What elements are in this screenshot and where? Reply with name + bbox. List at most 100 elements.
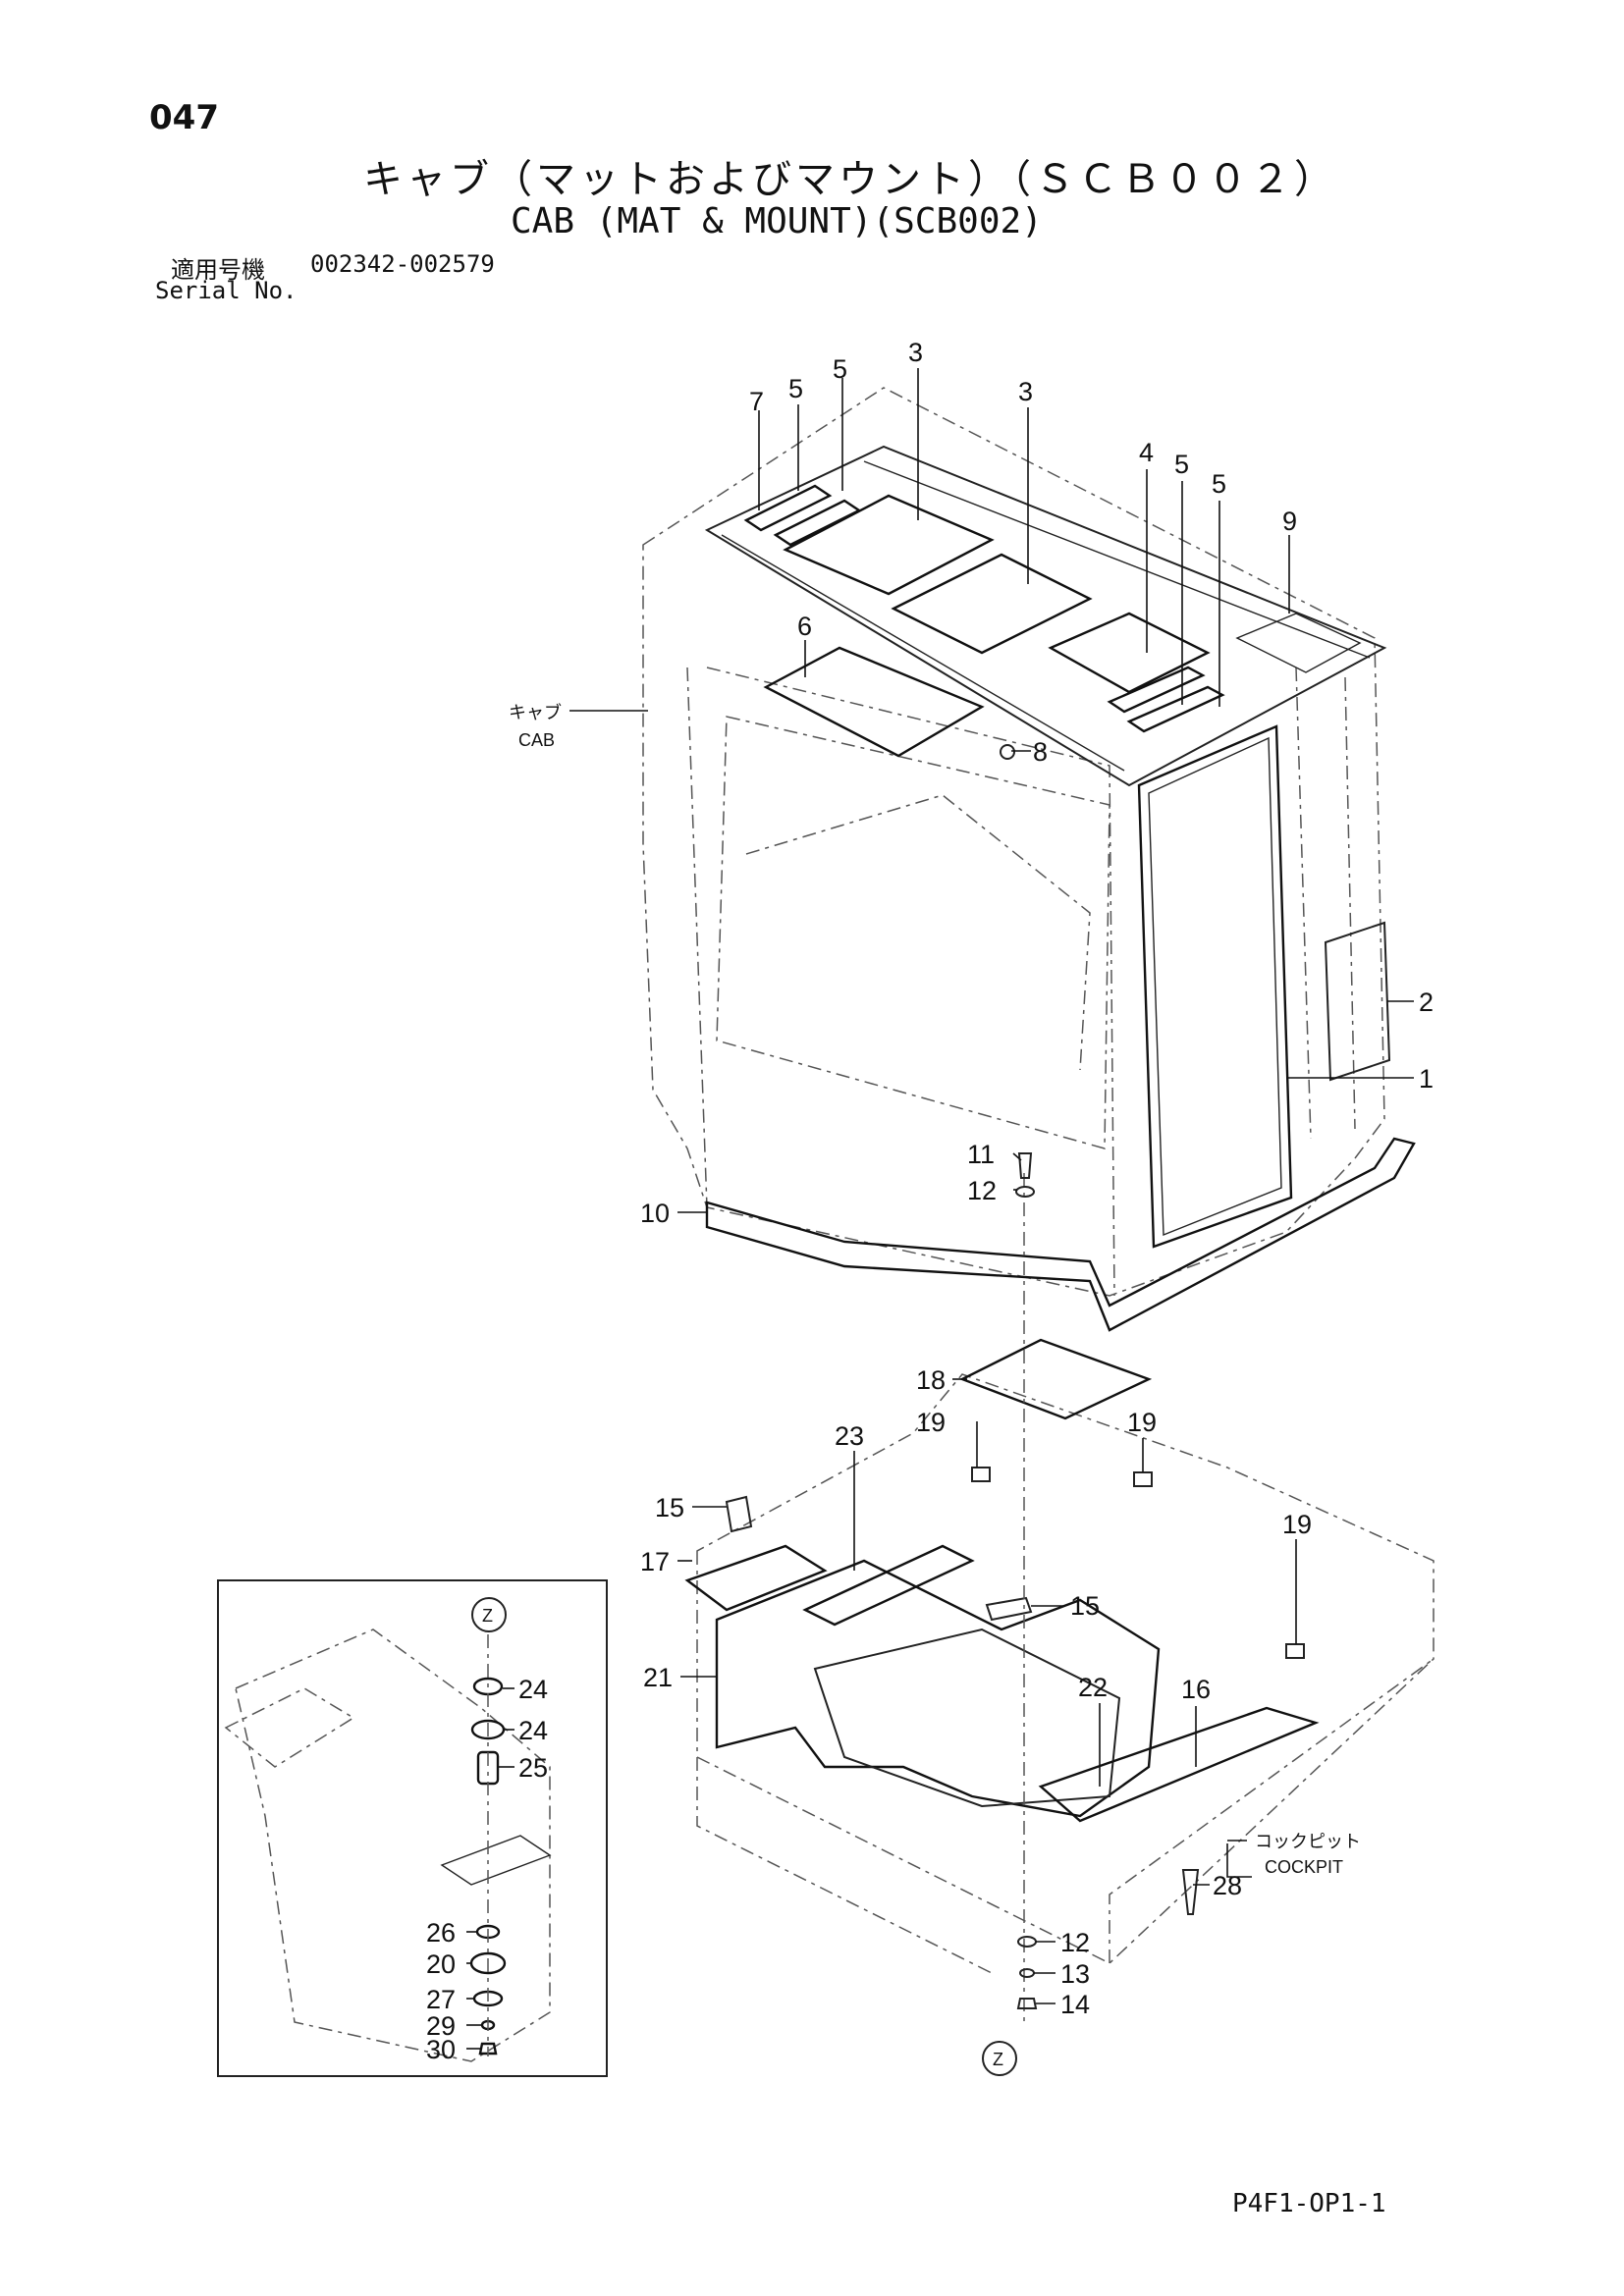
detail-arm	[224, 1687, 355, 1768]
callout-13: 13	[1060, 1959, 1090, 1989]
cab-label-japanese: キャブ	[509, 702, 562, 722]
callout-numbers: 7 5 5 3 3 4 5 5 9 6 8 2 1 11 12 10 18 19…	[426, 338, 1434, 2064]
floor-mat-22	[813, 1628, 1121, 1808]
callout-28: 28	[1213, 1871, 1242, 1900]
detail-z-inset	[217, 1579, 1017, 2077]
page-title-english: CAB (MAT & MOUNT)(SCB002)	[511, 201, 1043, 241]
callout-25: 25	[518, 1753, 548, 1783]
detail-z-label-bottom: Z	[993, 2050, 1003, 2069]
floor-mat-23	[802, 1544, 975, 1627]
cab-outline	[642, 387, 1385, 1297]
callout-29: 29	[426, 2011, 456, 2041]
cab-inner-line	[745, 794, 1091, 1071]
callout-9: 9	[1282, 507, 1297, 536]
cab-label-english: CAB	[518, 730, 555, 750]
callout-6: 6	[797, 612, 812, 641]
floor-mat-17	[684, 1544, 828, 1612]
detail-frame	[217, 1579, 608, 2077]
callout-12: 12	[967, 1176, 997, 1205]
callout-18: 18	[916, 1365, 946, 1395]
serial-label-english: Serial No.	[155, 277, 298, 304]
roof-strip-5d	[1126, 685, 1225, 733]
roof-strip-5a	[743, 484, 833, 532]
washer-12-lower	[1017, 1936, 1037, 1948]
callout-5: 5	[788, 374, 803, 403]
cockpit-right-edge	[1109, 1658, 1435, 1963]
callout-12: 12	[1060, 1928, 1090, 1957]
callout-22: 22	[1078, 1673, 1108, 1702]
page-code: P4F1-OP1-1	[1232, 2189, 1386, 2218]
detail-bracket	[440, 1835, 552, 1886]
callout-1: 1	[1419, 1064, 1434, 1094]
callout-21: 21	[643, 1663, 673, 1692]
serial-label-japanese: 適用号機	[171, 256, 265, 284]
callout-leaders	[466, 368, 1414, 2050]
cockpit-label-japanese: コックピット	[1255, 1832, 1361, 1851]
cockpit-lower-edge	[696, 1757, 993, 1974]
roof-frame	[704, 445, 1387, 787]
serial-range: 002342-002579	[310, 250, 495, 278]
pad-19-b	[1133, 1471, 1153, 1487]
cab-seal-10	[705, 1137, 1416, 1332]
detail-frame-outline	[235, 1629, 551, 2062]
callout-3: 3	[908, 338, 923, 367]
callout-8: 8	[1033, 737, 1048, 767]
roof-strip-5c	[1107, 666, 1206, 714]
cockpit-assembly	[684, 1152, 1435, 2022]
nut-14	[1016, 1998, 1038, 2009]
detail-z-marker-top	[471, 1597, 507, 1632]
washer-12-upper	[1015, 1186, 1035, 1198]
callout-17: 17	[640, 1547, 670, 1576]
cab-window-frame	[716, 716, 1110, 1149]
roof-mat-3a	[783, 494, 995, 596]
callout-15: 15	[655, 1493, 684, 1522]
roof-mat-4	[1048, 612, 1211, 694]
detail-z-label-top: Z	[482, 1606, 493, 1626]
callout-5: 5	[1212, 469, 1226, 499]
cab-left-edge	[686, 667, 708, 1208]
plate-15-center	[985, 1596, 1033, 1622]
detail-z-marker-bottom	[982, 2041, 1017, 2076]
panel-2	[1324, 921, 1391, 1082]
callout-16: 16	[1181, 1675, 1211, 1704]
page-number: 047	[149, 98, 219, 137]
callout-7: 7	[749, 387, 764, 416]
roof-rail-mid	[863, 460, 1371, 659]
bolt-28	[1181, 1869, 1200, 1915]
cab-rear-post	[1295, 667, 1312, 1140]
callout-2: 2	[1419, 988, 1434, 1017]
callout-30: 30	[426, 2035, 456, 2064]
page-title-japanese: キャブ（マットおよびマウント）（ＳＣＢ００２）	[363, 157, 1337, 202]
callout-15: 15	[1070, 1591, 1100, 1621]
callout-27: 27	[426, 1985, 456, 2014]
callout-26: 26	[426, 1918, 456, 1948]
pad-19-a	[971, 1467, 991, 1482]
callout-10: 10	[640, 1199, 670, 1228]
bolt-11	[1017, 1152, 1033, 1179]
roof-rail-front	[721, 534, 1125, 772]
nut-30	[478, 2042, 498, 2056]
callout-24: 24	[518, 1675, 548, 1704]
cab-front-edge	[706, 667, 1115, 1297]
callout-4: 4	[1139, 438, 1154, 467]
cover-18	[959, 1338, 1153, 1420]
roof-mat-6	[763, 646, 985, 758]
callout-19: 19	[1282, 1510, 1312, 1539]
washer-13	[1019, 1968, 1035, 1978]
callout-14: 14	[1060, 1990, 1090, 2019]
callout-24: 24	[518, 1716, 548, 1745]
cab-assembly	[642, 387, 1416, 1332]
plate-15-left	[725, 1495, 753, 1533]
callout-5: 5	[833, 354, 847, 384]
floor-mat-16	[1038, 1706, 1320, 1823]
callout-19: 19	[1127, 1408, 1157, 1437]
roof-mat-3b	[891, 553, 1093, 655]
cockpit-label-english: COCKPIT	[1265, 1857, 1343, 1877]
window-seal-1-inner	[1148, 736, 1282, 1237]
callout-11: 11	[967, 1140, 995, 1169]
callout-19: 19	[916, 1408, 946, 1437]
bolt-8	[1000, 744, 1015, 760]
cockpit-outline	[696, 1373, 1435, 1964]
callout-3: 3	[1018, 377, 1033, 406]
